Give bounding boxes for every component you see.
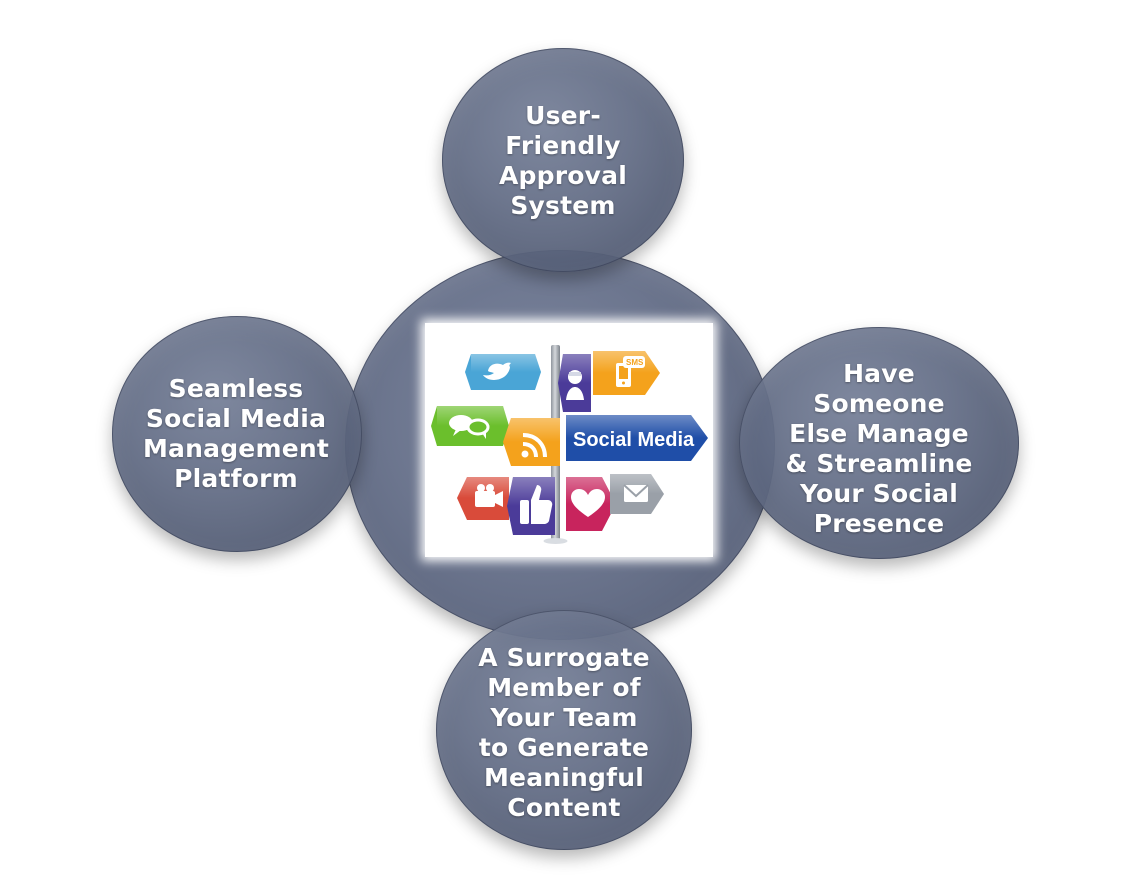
left-circle-line: Social Media [145,404,327,433]
bird-sign [465,354,541,390]
right-circle-line: Someone [813,389,945,418]
top-circle-line: Friendly [505,131,621,160]
bottom-circle-line: Member of [487,673,641,702]
top-circle-text: User- Friendly Approval System [499,99,627,221]
rss-icon [521,433,547,458]
right-circle-line: Else Manage [789,419,969,448]
top-circle-line: Approval [499,161,627,190]
bottom-circle-line: to Generate [478,733,650,762]
bottom-circle-line: Your Team [490,703,638,732]
chat-icon [449,415,490,439]
user-icon [566,370,584,400]
top-circle-line: System [510,191,616,220]
left-circle-line: Platform [174,464,298,493]
mail-icon [623,484,649,502]
heart-icon [571,489,605,517]
top-circle-line: User- [525,101,601,130]
social-media-sign: Social Media [566,415,708,461]
camera-icon [475,484,503,507]
left-circle-text: Seamless Social Media Management Platfor… [143,374,331,494]
sms-label: SMS [626,358,644,367]
right-circle-line: Have [843,359,915,388]
thumbs-up-sign [507,477,555,535]
bird-icon [483,362,511,380]
bottom-circle-line: A Surrogate [478,643,650,672]
left-circle: Seamless Social Media Management Platfor… [112,316,362,552]
right-circle-text: Have Someone Else Manage & Streamline Yo… [786,347,973,539]
bottom-circle: A Surrogate Member of Your Team to Gener… [436,610,692,850]
left-circle-line: Management [142,434,330,463]
bottom-circle-line: Meaningful [483,763,644,792]
sms-icon: SMS [616,356,645,387]
bottom-circle-text: A Surrogate Member of Your Team to Gener… [478,637,650,823]
camera-sign [457,477,509,520]
social-media-signpost: SMS Social Media [425,323,713,557]
chat-sign [431,406,509,446]
right-circle-line: & Streamline [785,449,973,478]
mail-sign [610,474,664,514]
right-circle-line: Presence [813,509,945,538]
top-circle: User- Friendly Approval System [442,48,684,272]
thumbs-up-icon [520,485,553,524]
right-circle: Have Someone Else Manage & Streamline Yo… [739,327,1019,559]
bottom-circle-line: Content [507,793,621,822]
rss-sign [503,418,560,466]
user-sign [558,354,591,412]
heart-sign [566,477,616,531]
right-circle-line: Your Social [799,479,959,508]
social-media-picture: SMS Social Media [425,323,713,557]
left-circle-line: Seamless [168,374,304,403]
sms-sign: SMS [593,351,660,395]
social-media-sign-label: Social Media [573,429,695,451]
